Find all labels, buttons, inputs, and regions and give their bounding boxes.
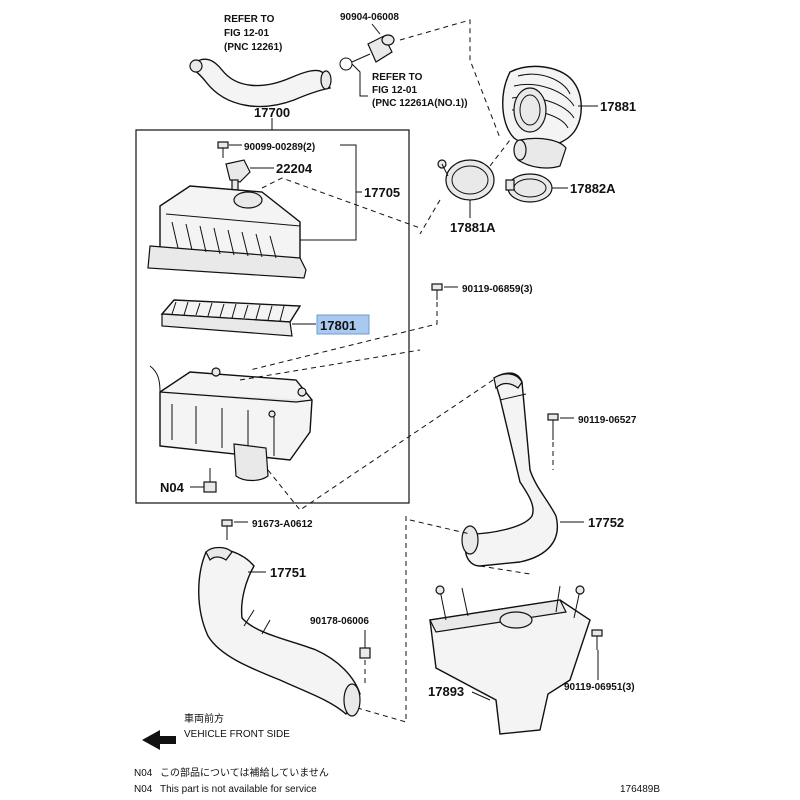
direction-jp: 車両前方 — [184, 712, 224, 725]
note-en-code: N04 — [134, 784, 153, 795]
refer-mid-line2: FIG 12-01 — [372, 85, 417, 96]
sensor-22204 — [225, 159, 251, 191]
refer-mid-line1: REFER TO — [372, 72, 423, 83]
lower-case — [149, 365, 313, 482]
bellows-hose-17881 — [502, 65, 582, 169]
nut-90178 — [359, 630, 371, 659]
label-90099-00289[interactable]: 90099-00289(2) — [244, 142, 315, 153]
label-90178-06006[interactable]: 90178-06006 — [310, 616, 369, 627]
clamp-17881A — [437, 159, 495, 201]
label-17801[interactable]: 17801 — [320, 318, 356, 333]
hose-top — [189, 58, 332, 108]
refer-top-line1: REFER TO — [224, 14, 275, 25]
note-en-text: This part is not available for service — [160, 784, 317, 795]
fitting-90904 — [339, 34, 395, 71]
label-90119-06951[interactable]: 90119-06951(3) — [564, 682, 635, 693]
refer-top-line2: FIG 12-01 — [224, 28, 269, 39]
label-91673-A0612[interactable]: 91673-A0612 — [252, 519, 313, 530]
duct-17752 — [461, 372, 558, 567]
refer-top-line3: (PNC 12261) — [224, 42, 282, 53]
refer-mid-line3: (PNC 12261A(NO.1)) — [372, 98, 468, 109]
note-jp-text: この部品については補給していません — [160, 766, 329, 779]
filter-element-17801 — [160, 299, 302, 337]
label-17881A[interactable]: 17881A — [450, 220, 496, 235]
bolt-90119-06859 — [431, 283, 443, 300]
label-17882A[interactable]: 17882A — [570, 181, 616, 196]
label-17893[interactable]: 17893 — [428, 684, 464, 699]
label-90119-06527[interactable]: 90119-06527 — [578, 415, 637, 426]
label-17705[interactable]: 17705 — [364, 185, 400, 200]
note-jp-code: N04 — [134, 768, 153, 779]
bolt-90099 — [217, 141, 229, 158]
label-N04[interactable]: N04 — [160, 480, 185, 495]
label-17881[interactable]: 17881 — [600, 99, 636, 114]
duct-17751 — [198, 546, 361, 717]
clamp-17882A — [505, 173, 553, 203]
direction-en: VEHICLE FRONT SIDE — [184, 729, 290, 740]
label-17752[interactable]: 17752 — [588, 515, 624, 530]
grommet-N04 — [203, 468, 217, 493]
label-90904-06008[interactable]: 90904-06008 — [340, 12, 399, 23]
bolt-91673 — [221, 519, 233, 540]
bolt-90119-06951 — [591, 629, 603, 650]
upper-case-17705 — [147, 185, 307, 279]
label-22204[interactable]: 22204 — [276, 161, 313, 176]
resonator-17893 — [429, 585, 591, 735]
label-90119-06859[interactable]: 90119-06859(3) — [462, 284, 533, 295]
highlight-17801 — [316, 314, 370, 335]
front-arrow-icon — [142, 730, 176, 750]
figure-id: 176489B — [620, 784, 660, 795]
bolt-90119-06527 — [547, 413, 559, 440]
label-17751[interactable]: 17751 — [270, 565, 306, 580]
label-17700[interactable]: 17700 — [254, 105, 290, 120]
